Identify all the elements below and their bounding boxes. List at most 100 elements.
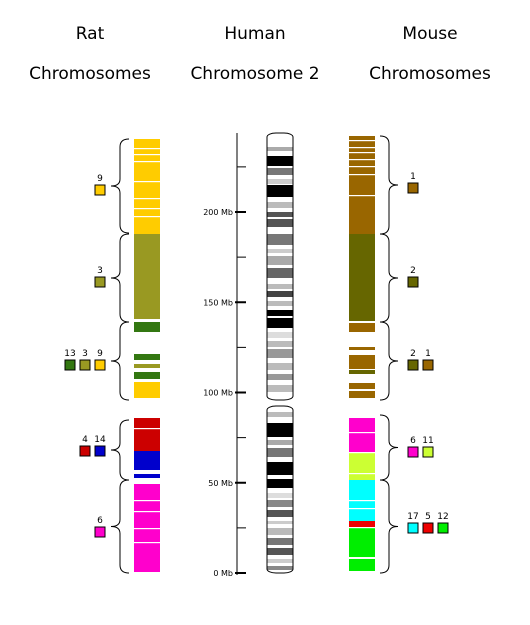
rat-chromosome-label: 4	[82, 435, 88, 445]
chromosome-band	[267, 291, 293, 297]
rat-syntenic-block	[134, 372, 160, 379]
mouse-syntenic-block	[349, 383, 375, 389]
block-separator	[134, 500, 160, 502]
rat-syntenic-block	[134, 354, 160, 360]
chromosome-band	[267, 268, 293, 278]
arm-outline	[266, 132, 294, 401]
mouse-group-brace	[379, 321, 399, 401]
mouse-syntenic-block	[349, 355, 375, 369]
rat-header-line2: Chromosomes	[29, 64, 151, 84]
block-separator	[134, 216, 160, 218]
rat-column	[134, 139, 160, 572]
chromosome-band	[267, 412, 293, 417]
block-separator	[349, 508, 375, 510]
axis-tick-label: 0 Mb	[213, 569, 233, 578]
block-separator	[134, 208, 160, 210]
mouse-syntenic-block	[349, 527, 375, 557]
chromosome-band	[267, 301, 293, 306]
rat-chromosome-swatch	[94, 359, 106, 371]
chromosome-band	[267, 538, 293, 545]
block-separator	[134, 511, 160, 513]
mouse-chromosome-swatch	[422, 522, 434, 534]
rat-chromosome-swatch	[94, 445, 106, 457]
axis-tick-label: 150 Mb	[203, 298, 233, 307]
mouse-chromosome-label: 6	[410, 436, 416, 446]
mouse-group-brace	[379, 479, 399, 574]
mouse-chromosome-swatch	[407, 182, 419, 194]
rat-chromosome-label: 3	[97, 266, 103, 276]
mouse-chromosome-label: 2	[410, 266, 416, 276]
rat-syntenic-block	[134, 474, 160, 478]
block-separator	[134, 528, 160, 530]
chromosome-band	[267, 493, 293, 498]
mouse-syntenic-block	[349, 347, 375, 350]
chromosome-band	[267, 548, 293, 555]
rat-chromosome-swatch	[79, 445, 91, 457]
rat-chromosome-swatch	[79, 359, 91, 371]
chromosome-band	[267, 448, 293, 457]
block-separator	[349, 432, 375, 434]
block-separator	[349, 147, 375, 149]
chromosome-band	[267, 440, 293, 445]
mouse-chromosome-swatch	[407, 359, 419, 371]
block-separator	[349, 473, 375, 475]
chromosome-band	[267, 179, 293, 184]
chromosome-band	[267, 168, 293, 175]
block-separator	[349, 152, 375, 154]
chromosome-band	[267, 219, 293, 227]
mouse-header-line2: Chromosomes	[369, 64, 491, 84]
mouse-syntenic-block	[349, 234, 375, 321]
block-separator	[134, 198, 160, 200]
block-separator	[134, 470, 160, 472]
block-separator	[349, 527, 375, 529]
block-separator	[349, 140, 375, 142]
rat-chromosome-label: 14	[94, 435, 106, 445]
chromosome-band	[267, 234, 293, 245]
human-header-line1: Human	[224, 24, 286, 44]
arm-bands	[267, 133, 293, 400]
chromosome-band	[267, 341, 293, 347]
rat-syntenic-block	[134, 322, 160, 332]
mouse-syntenic-block	[349, 136, 375, 234]
mouse-syntenic-block	[349, 452, 375, 480]
chromosome-band	[267, 212, 293, 217]
chromosome-band	[267, 566, 293, 570]
mouse-chromosome-swatch	[407, 522, 419, 534]
block-separator	[134, 148, 160, 150]
chromosome-band	[267, 256, 293, 265]
human-chromosome	[266, 132, 294, 574]
rat-chromosome-label: 6	[97, 516, 103, 526]
chromosome-band	[267, 521, 293, 524]
axis-tick-label: 50 Mb	[208, 479, 233, 488]
mouse-syntenic-block	[349, 370, 375, 374]
axis-tick-label: 200 Mb	[203, 208, 233, 217]
mouse-group-brace	[379, 135, 399, 235]
rat-syntenic-block	[134, 428, 160, 451]
chromosome-band	[267, 462, 293, 475]
chromosome-band	[267, 202, 293, 208]
chromosome-band	[267, 147, 293, 151]
chromosome-band	[267, 528, 293, 535]
rat-syntenic-block	[134, 382, 160, 398]
mouse-syntenic-block	[349, 559, 375, 571]
rat-group-brace	[110, 233, 130, 323]
chromosome-band	[267, 249, 293, 253]
chromosome-band	[267, 479, 293, 488]
rat-chromosome-swatch	[64, 359, 76, 371]
mouse-syntenic-block	[349, 418, 375, 452]
chromosome-band	[267, 374, 293, 380]
chromosome-band	[267, 510, 293, 517]
chromosome-band	[267, 332, 293, 338]
rat-syntenic-block	[134, 451, 160, 470]
block-separator	[134, 181, 160, 183]
mouse-chromosome-label: 2	[410, 349, 416, 359]
chromosome-band	[267, 185, 293, 197]
mouse-chromosome-label: 11	[422, 436, 433, 446]
human-arm-p	[266, 405, 294, 574]
block-separator	[349, 159, 375, 161]
rat-chromosome-label: 9	[97, 349, 103, 359]
chromosome-band	[267, 423, 293, 437]
rat-header-line1: Rat	[75, 24, 105, 44]
chromosome-band	[267, 156, 293, 166]
